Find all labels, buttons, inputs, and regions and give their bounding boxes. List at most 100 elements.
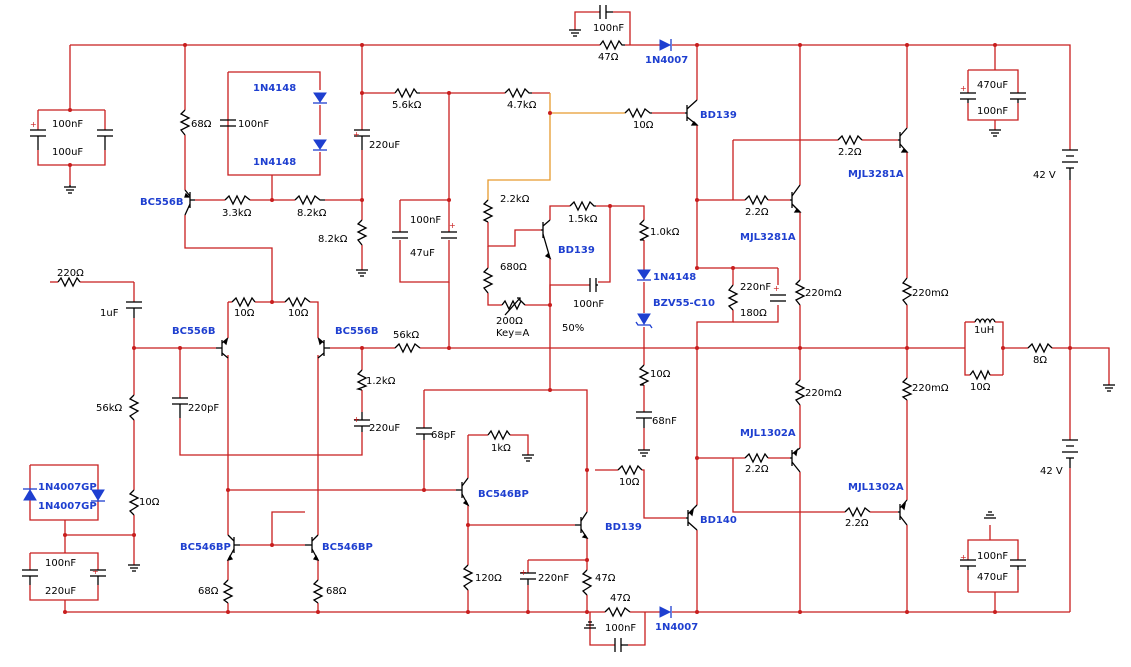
cap-100n-bl	[22, 569, 38, 585]
resistor-8	[1027, 342, 1053, 354]
resistor-10-out	[969, 369, 991, 381]
cap-68p	[416, 427, 432, 440]
label-c-100n-vas: 100nF	[410, 215, 441, 226]
label-r-180: 180Ω	[740, 308, 767, 319]
label-r-10-b: 10Ω	[288, 308, 309, 319]
label-d-1n4148-1: 1N4148	[253, 83, 296, 94]
cap-220u-bl	[90, 569, 106, 585]
label-r-10-a: 10Ω	[234, 308, 255, 319]
transistor-mjl1302a-2-icon	[898, 499, 908, 526]
label-c-100n-br: 100nF	[977, 551, 1008, 562]
resistor-1k5	[569, 200, 596, 212]
label-r-220m-2: 220mΩ	[912, 288, 949, 299]
resistor-2k2	[482, 199, 494, 223]
label-r-680: 680Ω	[500, 262, 527, 273]
transistor-bc546bp-r-icon	[305, 534, 320, 561]
svg-text:+: +	[960, 84, 967, 93]
label-c-220u-bl: 220uF	[45, 586, 76, 597]
svg-text:+: +	[353, 130, 360, 139]
ground-icon	[356, 269, 368, 277]
resistor-180	[727, 284, 739, 311]
resistor-10-v	[128, 489, 140, 516]
resistor-220m-4	[901, 377, 913, 401]
label-c-220p: 220pF	[188, 403, 219, 414]
cap-100n-in	[30, 129, 46, 150]
resistor-56k-h	[394, 342, 421, 354]
ground-icons	[64, 29, 1115, 629]
resistor-220	[57, 276, 81, 288]
capacitors	[22, 5, 1026, 652]
ground-icon	[569, 29, 581, 37]
label-r-5k6: 5.6kΩ	[392, 100, 422, 111]
resistor-47-top	[599, 39, 625, 51]
resistor-56k-v	[128, 394, 140, 421]
label-r-1k0: 1.0kΩ	[650, 227, 680, 238]
cap-470u-t	[960, 92, 976, 103]
label-d-bot: 1N4007	[655, 622, 698, 633]
label-pot-200: 200Ω	[496, 316, 523, 327]
label-r-10-b2: 10Ω	[619, 477, 640, 488]
resistors	[57, 39, 1053, 618]
label-r-68-top: 68Ω	[191, 119, 212, 130]
ground-icon	[522, 454, 534, 462]
label-q-mjl1302a-1: MJL1302A	[740, 428, 796, 439]
label-c-470u-t: 470uF	[977, 80, 1008, 91]
diode-1n4007gp-2-icon	[91, 489, 105, 502]
label-r-220m-3: 220mΩ	[805, 388, 842, 399]
resistor-10-a	[231, 296, 256, 308]
transistors	[184, 99, 909, 561]
label-r-220: 220Ω	[57, 268, 84, 279]
label-v-top: 42 V	[1033, 170, 1056, 181]
label-c-68n: 68nF	[652, 416, 677, 427]
cap-100n-mid	[220, 119, 236, 127]
resistor-1k0	[638, 219, 650, 241]
diode-1n4007gp-1-icon	[23, 488, 37, 501]
label-q-mjl3281a-1: MJL3281A	[848, 169, 904, 180]
resistor-10-drv	[624, 107, 652, 119]
label-d-1n4007gp-1: 1N4007GP	[38, 482, 97, 493]
diode-1n4148-3-icon	[637, 269, 651, 281]
transistor-bc546bp-l-icon	[226, 534, 240, 561]
diode-1n4007-top-icon	[659, 39, 672, 51]
resistor-2r2-d	[844, 506, 871, 518]
diode-1n4007-bot-icon	[659, 606, 672, 618]
label-r-10-out: 10Ω	[970, 382, 991, 393]
resistor-10-ll	[638, 364, 650, 386]
label-r-1k-gnd: 1kΩ	[491, 443, 511, 454]
label-q-bc546bp-r: BC546BP	[322, 542, 373, 553]
component-labels: 100nF 47Ω 1N4007 100nF 100uF 68Ω 1N4148 …	[38, 23, 1063, 634]
label-c-100n-pot: 100nF	[573, 299, 604, 310]
label-r-56k-v: 56kΩ	[96, 403, 123, 414]
label-l-1uh: 1uH	[974, 325, 994, 336]
diode-1n4148-2-icon	[313, 139, 327, 151]
resistor-8k2-h	[294, 194, 325, 206]
label-q-bd139-b: BD139	[605, 522, 642, 533]
label-q-bc546bp-mid: BC546BP	[478, 489, 529, 500]
transistor-bc546bp-mid-icon	[456, 477, 470, 507]
transistor-bd139-b-icon	[575, 511, 589, 540]
label-q-mjl1302a-2: MJL1302A	[848, 482, 904, 493]
label-r-2r2-b: 2.2Ω	[745, 207, 769, 218]
potentiometer-200[interactable]	[501, 297, 526, 316]
label-r-2r2-c: 2.2Ω	[745, 464, 769, 475]
cap-220u-top	[354, 129, 370, 150]
label-c-220n-b: 220nF	[538, 573, 569, 584]
zener-bzv55-icon	[635, 313, 653, 329]
label-c-in-left-2: 100uF	[52, 147, 83, 158]
transistor-mjl3281a-1-icon	[898, 127, 909, 153]
svg-text:+: +	[773, 284, 780, 293]
cap-47u	[441, 231, 457, 239]
label-c-100n-tr: 100nF	[977, 106, 1008, 117]
label-r-8: 8Ω	[1033, 355, 1047, 366]
diodes	[23, 39, 672, 618]
label-d-top: 1N4007	[645, 55, 688, 66]
cap-220p	[172, 397, 188, 418]
cap-1u	[126, 301, 142, 318]
label-r-3k3: 3.3kΩ	[222, 208, 252, 219]
resistor-47-bot	[604, 606, 631, 618]
resistor-680	[482, 267, 494, 294]
svg-text:+: +	[353, 415, 360, 424]
transistor-mjl3281a-2-icon	[790, 184, 802, 213]
